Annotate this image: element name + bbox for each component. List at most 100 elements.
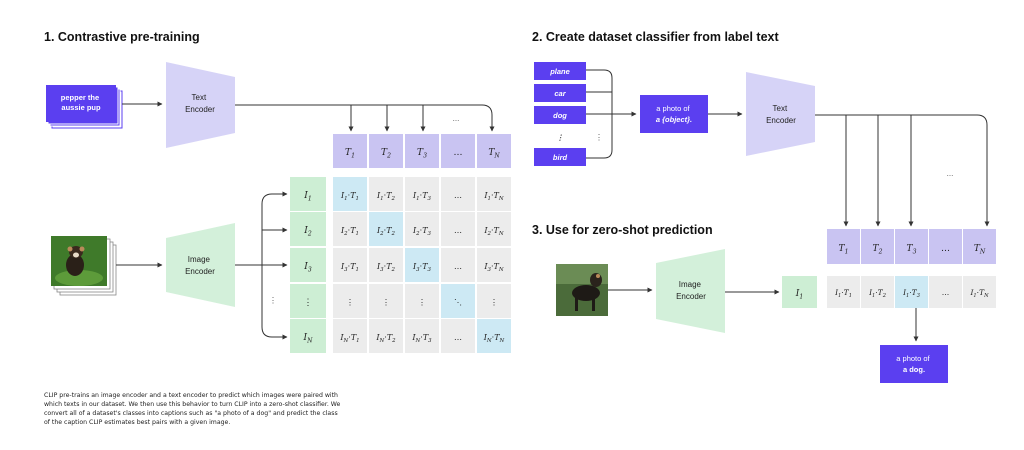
image-token-5 [290,319,326,353]
classifier-fanout-dots: ... [947,169,954,178]
zeroshot-title: 3. Use for zero-shot prediction [532,223,713,237]
svg-text:Text Encoder: Text Encoder [185,93,215,114]
text-token-3 [405,134,439,168]
zs-score-label-4: … [942,288,950,297]
matrix-cell-4-2 [369,284,403,318]
image-token-2 [290,212,326,246]
zs-text-token-label-2: T2 [873,244,883,256]
zs-text-token-label-5: TN [974,244,986,256]
image-fanout-dots: ⋮ [269,296,277,305]
text-input-label: pepper the aussie pup [61,93,101,112]
label-box-5 [534,148,586,166]
text-token-label-5: TN [488,148,500,160]
matrix-cell-3-4 [441,248,475,282]
text-fanout-lines [235,104,495,132]
matrix-cell-label-5-3: IN·T3 [411,333,432,344]
matrix-cell-label-1-4: … [454,191,462,200]
zs-text-token-3 [895,229,928,264]
matrix-cell-label-2-4: … [454,226,462,235]
matrix-cell-label-2-1: I2·T1 [340,226,359,237]
image-token-label-4: ⋮ [304,298,313,308]
image-token-4 [290,284,326,318]
label-text-1: plane [549,67,570,76]
svg-text:a photo of a dog.: a photo of a dog. [896,354,931,374]
zs-score-label-3: I1·T3 [902,288,920,299]
zs-score-label-5: I1·TN [969,288,989,299]
zs-text-token-1 [827,229,860,264]
matrix-cell-label-3-2: I3·T2 [376,262,396,273]
text-token-label-3: T3 [417,148,427,160]
result-line-1: a photo of [896,354,930,363]
text-input-stack: pepper the aussie pup [46,85,123,129]
matrix-cell-label-4-1: ⋮ [346,298,354,307]
zs-text-token-label-3: T3 [907,244,917,256]
zs-image-token-label: I1 [795,289,803,301]
text-token-label-1: T1 [345,148,355,160]
matrix-cell-label-5-5: IN·TN [483,333,505,344]
classifier-fanout-lines [815,114,990,227]
image-token-1 [290,177,326,211]
matrix-cell-label-5-1: IN·T1 [339,333,359,344]
matrix-cell-1-5 [477,177,511,211]
image-token-label-1: I1 [303,191,311,203]
zeroshot-image-token: I1 [782,276,817,308]
prediction-result-box: a photo of a dog. [880,345,948,383]
matrix-cell-5-2 [369,319,403,353]
zs-score-cell-5 [963,276,996,308]
text-token-5 [477,134,511,168]
label-text-2: car [554,89,566,98]
matrix-cell-4-1 [333,284,367,318]
result-line-2: a dog. [903,365,925,374]
label-box-2 [534,84,586,102]
query-dog-photo-icon [556,264,608,316]
zs-text-token-label-1: T1 [839,244,849,256]
matrix-cell-label-4-2: ⋮ [382,298,390,307]
matrix-cell-5-5 [477,319,511,353]
zs-text-token-5 [963,229,996,264]
matrix-cell-3-3 [405,248,439,282]
matrix-cell-1-3 [405,177,439,211]
template-line-1: a photo of [656,104,690,113]
text-encoder-classifier-label-2: Encoder [766,116,796,125]
image-token-label-5: IN [303,333,314,345]
image-token-label-2: I2 [303,226,312,238]
image-encoder-zeroshot-label-1: Image [679,280,702,289]
matrix-cell-5-3 [405,319,439,353]
matrix-cell-1-1 [333,177,367,211]
matrix-cell-label-3-5: I3·TN [483,262,504,273]
text-token-4 [441,134,475,168]
matrix-cell-label-1-5: I1·TN [483,191,504,202]
zs-score-cell-3 [895,276,928,308]
matrix-cell-4-5 [477,284,511,318]
matrix-cell-label-2-2: I2·T2 [376,226,396,237]
matrix-cell-3-1 [333,248,367,282]
matrix-cell-2-1 [333,212,367,246]
text-encoder-pretrain: Text Encoder [166,62,235,148]
matrix-cell-3-5 [477,248,511,282]
text-encoder-classifier-label-1: Text [773,104,788,113]
image-encoder-zeroshot: Image Encoder [656,249,725,333]
dog-photo-icon [51,236,107,286]
zs-score-label-2: I1·T2 [868,288,886,299]
matrix-cell-2-4 [441,212,475,246]
dog-image-stack [51,236,117,296]
matrix-cell-label-3-3: I3·T3 [412,262,432,273]
image-token-label-3: I3 [303,262,312,274]
svg-text:Image Encoder: Image Encoder [676,280,706,301]
matrix-cell-4-4 [441,284,475,318]
label-bracket-dots: ⋮ [595,133,603,142]
matrix-cell-2-3 [405,212,439,246]
matrix-cell-label-1-3: I1·T3 [412,191,432,202]
zs-text-token-4 [929,229,962,264]
zs-score-cell-2 [861,276,894,308]
text-fanout-dots: ... [453,114,460,123]
matrix-cell-4-3 [405,284,439,318]
zs-score-cell-1 [827,276,860,308]
matrix-cell-2-2 [369,212,403,246]
matrix-cell-3-2 [369,248,403,282]
